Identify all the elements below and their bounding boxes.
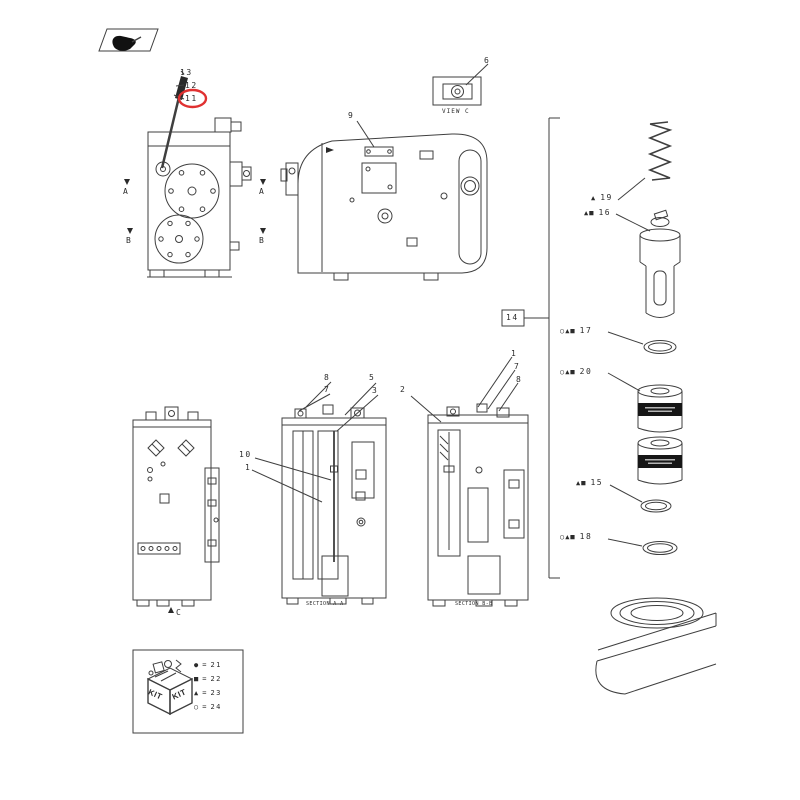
valve-assembly-left-drawing	[132, 406, 332, 613]
legend-kit-number: 21	[210, 661, 222, 669]
view-c-label: VIEW C	[442, 108, 470, 115]
valve-cartridge-part	[639, 209, 681, 318]
solenoid-coil-part-lower	[637, 436, 683, 485]
callout-11-highlighted[interactable]: 11	[185, 94, 198, 103]
section-arrow-b-left	[127, 228, 133, 234]
o-ring-17-part	[643, 340, 677, 354]
legend-separator: =	[202, 661, 207, 669]
section-label-b-left: B	[126, 236, 132, 245]
kit-membership-symbols: ▲	[591, 193, 597, 202]
valve-section-a-drawing	[281, 381, 387, 605]
part-number: 18	[579, 532, 593, 541]
part-number: 15	[590, 478, 604, 487]
view-label-c: C	[176, 608, 182, 617]
callout-7-right[interactable]: 7	[514, 362, 521, 371]
callout-7-mid[interactable]: 7	[324, 385, 331, 394]
legend-symbol-filled-circle: ●	[194, 661, 199, 669]
solenoid-coil-part-upper	[637, 384, 683, 433]
callout-12[interactable]: 12	[185, 81, 198, 90]
legend-kit-number: 23	[210, 689, 222, 697]
legend-separator: =	[202, 675, 207, 683]
exploded-callout-20[interactable]: ○▲■ 20	[560, 367, 592, 376]
callout-9[interactable]: 9	[348, 111, 355, 120]
exploded-parts-column	[607, 121, 683, 555]
o-ring-18-part	[642, 541, 678, 555]
part-number: 17	[579, 326, 593, 335]
tank-corner-drawing	[595, 597, 717, 695]
section-b-label: SECTION B-B	[455, 601, 493, 607]
section-label-a-left: A	[123, 187, 129, 196]
linework	[98, 28, 717, 734]
part-number: 20	[579, 367, 593, 376]
part-number: 19	[600, 193, 613, 202]
kit-legend-row: ■ = 22	[194, 675, 222, 683]
legend-symbol-filled-triangle: ▲	[194, 689, 199, 697]
group-bracket	[501, 117, 560, 579]
callout-8-right[interactable]: 8	[516, 375, 523, 384]
callout-14-bracket-ref[interactable]: 14	[506, 313, 519, 322]
kit-membership-symbols: ▲■	[576, 478, 587, 487]
view-c-drawing	[432, 63, 489, 106]
callout-5[interactable]: 5	[369, 373, 376, 382]
kit-membership-symbols: ○▲■	[560, 326, 576, 335]
press-hand-icon	[98, 28, 159, 52]
exploded-callout-15[interactable]: ▲■ 15	[576, 478, 603, 487]
kit-membership-symbols: ○▲■	[560, 532, 576, 541]
legend-separator: =	[202, 689, 207, 697]
section-label-b-right: B	[259, 236, 265, 245]
main-valve-drawing	[280, 120, 488, 281]
callout-2[interactable]: 2	[400, 385, 407, 394]
callout-8-mid[interactable]: 8	[324, 373, 331, 382]
section-arrow-b-right	[260, 228, 266, 234]
legend-symbol-filled-square: ■	[194, 675, 199, 683]
view-arrow-c	[168, 607, 174, 613]
valve-section-b-drawing	[410, 356, 529, 607]
section-label-a-right: A	[259, 187, 265, 196]
control-lever	[155, 76, 188, 177]
legend-symbol-open-circle: ○	[194, 703, 199, 711]
legend-separator: =	[202, 703, 207, 711]
kit-legend-row: ○ = 24	[194, 703, 222, 711]
part-number: 16	[598, 208, 612, 217]
kit-legend-box-drawing	[132, 649, 244, 734]
callout-10[interactable]: 10	[239, 450, 252, 459]
kit-legend-row: ▲ = 23	[194, 689, 222, 697]
callout-1-left[interactable]: 1	[245, 463, 252, 472]
exploded-callout-18[interactable]: ○▲■ 18	[560, 532, 592, 541]
exploded-callout-17[interactable]: ○▲■ 17	[560, 326, 592, 335]
callout-13[interactable]: 13	[180, 68, 193, 77]
section-a-label: SECTION A-A	[306, 601, 344, 607]
legend-kit-number: 22	[210, 675, 222, 683]
section-arrow-a-right	[260, 179, 266, 185]
exploded-callout-19[interactable]: ▲ 19	[591, 193, 613, 202]
section-arrow-a-left	[124, 179, 130, 185]
legend-kit-number: 24	[210, 703, 222, 711]
callout-6[interactable]: 6	[484, 56, 491, 65]
kit-membership-symbols: ▲■	[584, 208, 595, 217]
highlight-ellipse	[177, 88, 208, 109]
kit-membership-symbols: ○▲■	[560, 367, 576, 376]
kit-legend-row: ● = 21	[194, 661, 222, 669]
exploded-callout-16[interactable]: ▲■ 16	[584, 208, 611, 217]
callout-1-right[interactable]: 1	[511, 349, 518, 358]
pump-valve-drawing	[124, 70, 266, 278]
spring-part	[647, 121, 673, 181]
callout-3[interactable]: 3	[372, 386, 379, 395]
seal-ring-15-part	[640, 499, 672, 513]
